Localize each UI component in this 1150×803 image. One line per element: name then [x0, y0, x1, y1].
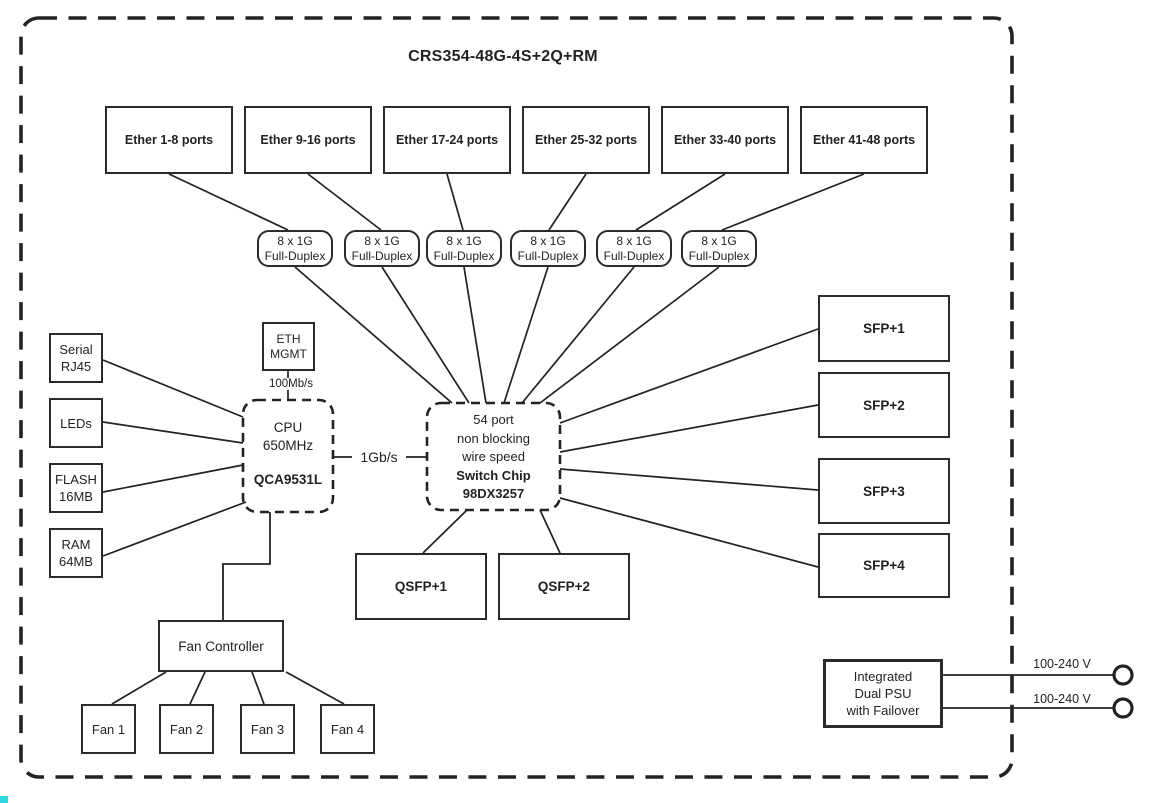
sfp-label: SFP+2 [863, 397, 905, 413]
cpu-label: CPU [273, 420, 303, 435]
sfp-label: SFP+4 [863, 558, 905, 573]
ether-group-1-8: Ether 1-8 ports [105, 106, 233, 174]
psu-power-lines [943, 674, 1114, 709]
fan-label: Fan 3 [250, 721, 285, 737]
ether-group-17-24: Ether 17-24 ports [383, 106, 511, 174]
flash-box: FLASH 16MB [49, 463, 103, 513]
module-label: LEDs [60, 415, 92, 431]
switch-desc: non blocking [457, 430, 530, 446]
qsfp1-box: QSFP+1 [355, 553, 487, 620]
power-inlet-icon [1112, 697, 1134, 719]
chassis-dashed-border [19, 16, 1014, 779]
duplex-speed: 8 x 1G [616, 233, 652, 248]
ether-group-label: Ether 17-24 ports [395, 133, 499, 147]
psu-label: Dual PSU [854, 686, 912, 701]
ether-group-label: Ether 33-40 ports [673, 133, 777, 147]
module-label: 16MB [59, 489, 93, 504]
fan-label: Fan 1 [91, 721, 126, 737]
qsfp2-box: QSFP+2 [498, 553, 630, 620]
leds-box: LEDs [49, 398, 103, 448]
module-label: 64MB [59, 554, 93, 569]
module-label: RAM [61, 537, 91, 552]
psu-label: Integrated [853, 669, 913, 684]
switch-desc: wire speed [462, 449, 525, 464]
psu-label: with Failover [846, 703, 920, 718]
sfp-label: SFP+1 [863, 321, 905, 336]
psu-input-voltage-label: 100-240 V [1022, 657, 1102, 671]
fan-controller-label: Fan Controller [178, 638, 264, 654]
psu-input-voltage-label: 100-240 V [1022, 692, 1102, 706]
fan3-box: Fan 3 [240, 704, 295, 754]
sfp3-box: SFP+3 [818, 458, 950, 524]
sfp-label: SFP+3 [863, 483, 905, 499]
switch-to-sfp-lines [559, 328, 819, 568]
cpu-box-text: CPU 650MHz QCA9531L [243, 400, 333, 512]
ether-group-25-32: Ether 25-32 ports [522, 106, 650, 174]
duplex-to-switch-lines [294, 266, 720, 404]
fan-controller-to-fan-lines [111, 671, 345, 705]
fan2-box: Fan 2 [159, 704, 214, 754]
duplex-mode: Full-Duplex [603, 248, 665, 263]
duplex-mode: Full-Duplex [433, 248, 495, 263]
ether-group-label: Ether 41-48 ports [812, 133, 916, 147]
switch-to-qsfp-lines [422, 509, 561, 554]
duplex-mode: Full-Duplex [688, 248, 750, 263]
switch-chip-dashed-box [425, 401, 562, 512]
switch-chip-text: 54 port non blocking wire speed Switch C… [427, 403, 560, 510]
duplex-mode: Full-Duplex [264, 248, 326, 263]
fan1-box: Fan 1 [81, 704, 136, 754]
fan4-box: Fan 4 [320, 704, 375, 754]
module-label: Serial [59, 342, 93, 357]
ram-box: RAM 64MB [49, 528, 103, 578]
ether-group-label: Ether 25-32 ports [534, 133, 638, 147]
ether-group-label: Ether 9-16 ports [260, 133, 356, 147]
ether-to-duplex-lines [168, 173, 865, 231]
ether-group-label: Ether 1-8 ports [124, 133, 214, 147]
diagram-title: CRS354-48G-4S+2Q+RM [408, 48, 598, 65]
fan-label: Fan 2 [169, 721, 204, 737]
eth-mgmt-label: MGMT [270, 346, 307, 361]
duplex-mode: Full-Duplex [351, 248, 413, 263]
duplex-speed: 8 x 1G [277, 233, 313, 248]
sfp4-box: SFP+4 [818, 533, 950, 598]
eth-mgmt-label: ETH [276, 331, 301, 346]
fan-controller-box: Fan Controller [158, 620, 284, 672]
ether-group-9-16: Ether 9-16 ports [244, 106, 372, 174]
cpu-clock: 650MHz [262, 438, 314, 453]
watermark-artifact [0, 796, 8, 803]
duplex-speed: 8 x 1G [530, 233, 566, 248]
duplex-speed: 8 x 1G [446, 233, 482, 248]
ether-group-33-40: Ether 33-40 ports [661, 106, 789, 174]
psu-box: Integrated Dual PSU with Failover [823, 659, 943, 728]
sfp2-box: SFP+2 [818, 372, 950, 438]
cpu-dashed-box [241, 398, 335, 514]
duplex-speed: 8 x 1G [364, 233, 400, 248]
switch-desc: 54 port [473, 412, 514, 427]
cpu-to-fan-controller-line [222, 512, 271, 620]
switch-model: 98DX3257 [462, 486, 525, 501]
mgmt-speed-label: 100Mb/s [259, 378, 323, 390]
duplex-mode: Full-Duplex [517, 248, 579, 263]
cpu-switch-speed-label: 1Gb/s [352, 449, 406, 465]
sfp1-box: SFP+1 [818, 295, 950, 362]
duplex-speed: 8 x 1G [701, 233, 737, 248]
switch-name: Switch Chip [456, 467, 531, 483]
fan-label: Fan 4 [330, 721, 365, 737]
qsfp-label: QSFP+1 [394, 579, 448, 594]
module-label: RJ45 [60, 359, 92, 374]
ether-group-41-48: Ether 41-48 ports [800, 106, 928, 174]
power-inlet-icon [1112, 664, 1134, 686]
cpu-model: QCA9531L [253, 472, 323, 487]
qsfp-label: QSFP+2 [537, 579, 591, 594]
module-label: FLASH [55, 472, 97, 487]
